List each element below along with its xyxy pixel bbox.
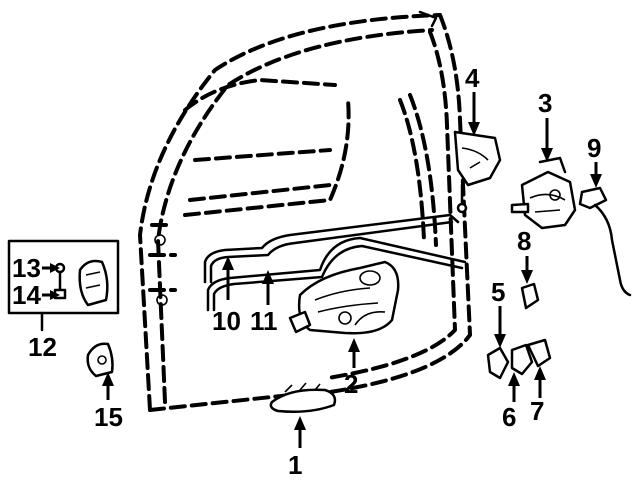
outside-handle (269, 382, 337, 413)
callout-13: 13 (12, 253, 41, 283)
inside-lock-module (288, 260, 400, 335)
callout-5: 5 (491, 277, 505, 307)
callout-2: 2 (344, 369, 358, 399)
callout-11: 11 (250, 306, 278, 336)
door-frame (138, 10, 472, 412)
part-7-bracket (526, 338, 552, 368)
callout-8: 8 (517, 226, 531, 256)
small-parts (486, 282, 552, 380)
leader-lines (40, 92, 602, 448)
callout-labels: 1 2 3 4 5 6 7 8 9 10 11 12 13 14 15 (12, 63, 601, 480)
callout-15: 15 (94, 402, 123, 432)
lock-rod-clip (578, 186, 632, 297)
callout-7: 7 (530, 396, 544, 426)
part-8-clip (520, 282, 540, 310)
callout-10: 10 (212, 306, 241, 336)
lock-actuator (510, 156, 577, 230)
callout-4: 4 (465, 63, 480, 93)
callout-9: 9 (587, 133, 601, 163)
latch-bracket (453, 130, 502, 214)
callout-14: 14 (12, 280, 41, 310)
callout-12: 12 (28, 332, 57, 362)
callout-1: 1 (288, 450, 302, 480)
lock-rods (203, 213, 467, 312)
part-5-clip (486, 346, 510, 380)
door-striker (86, 342, 114, 378)
callout-3: 3 (538, 88, 552, 118)
part-6-pad (510, 343, 534, 376)
callout-6: 6 (502, 402, 516, 432)
